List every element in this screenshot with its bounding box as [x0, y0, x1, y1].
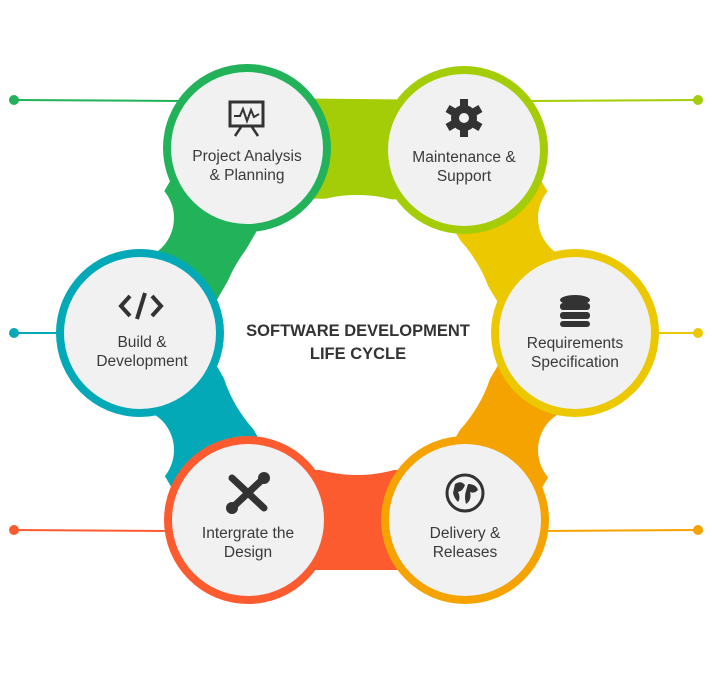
stage-label-line1: Project Analysis	[192, 148, 302, 165]
center-area	[217, 195, 497, 475]
stage-label-line2: & Planning	[210, 167, 285, 184]
stage-label-line2: Support	[437, 168, 492, 185]
leader-dot	[693, 328, 703, 338]
leader-line	[529, 99, 699, 102]
leader-dot	[693, 95, 703, 105]
code-icon	[118, 292, 164, 320]
leader-dot	[9, 525, 19, 535]
diagram-title-line2: LIFE CYCLE	[310, 345, 406, 363]
stage-label-line1: Build &	[117, 334, 167, 351]
leader-line	[13, 99, 181, 102]
gear-icon	[445, 99, 483, 137]
stage-label-line1: Maintenance &	[412, 149, 516, 166]
stage-label-line1: Requirements	[527, 335, 624, 352]
stage-label-line1: Intergrate the	[202, 525, 294, 542]
diagram-title-line1: SOFTWARE DEVELOPMENT	[246, 322, 470, 340]
leader-line	[13, 529, 171, 532]
stage-requirements[interactable]: Requirements Specification	[491, 249, 659, 417]
database-icon	[560, 295, 590, 327]
stage-project-analysis[interactable]: Project Analysis & Planning	[163, 64, 331, 232]
stage-label-line2: Specification	[531, 354, 619, 371]
tools-icon	[226, 472, 270, 514]
globe-icon	[445, 473, 485, 513]
presentation-chart-icon	[228, 100, 265, 137]
stage-label-line2: Releases	[433, 544, 498, 561]
leader-line	[539, 529, 699, 532]
stage-label-line1: Delivery &	[430, 525, 501, 542]
stage-build-development[interactable]: Build & Development	[56, 249, 224, 417]
leader-dot	[9, 95, 19, 105]
leader-dot	[9, 328, 19, 338]
leader-dot	[693, 525, 703, 535]
stage-delivery[interactable]: Delivery & Releases	[381, 436, 549, 604]
concave-cutouts	[90, 0, 622, 674]
stage-maintenance[interactable]: Maintenance & Support	[380, 66, 548, 234]
stage-label-line2: Design	[224, 544, 272, 561]
stage-integrate-design[interactable]: Intergrate the Design	[164, 436, 332, 604]
stage-label-line2: Development	[96, 353, 188, 370]
